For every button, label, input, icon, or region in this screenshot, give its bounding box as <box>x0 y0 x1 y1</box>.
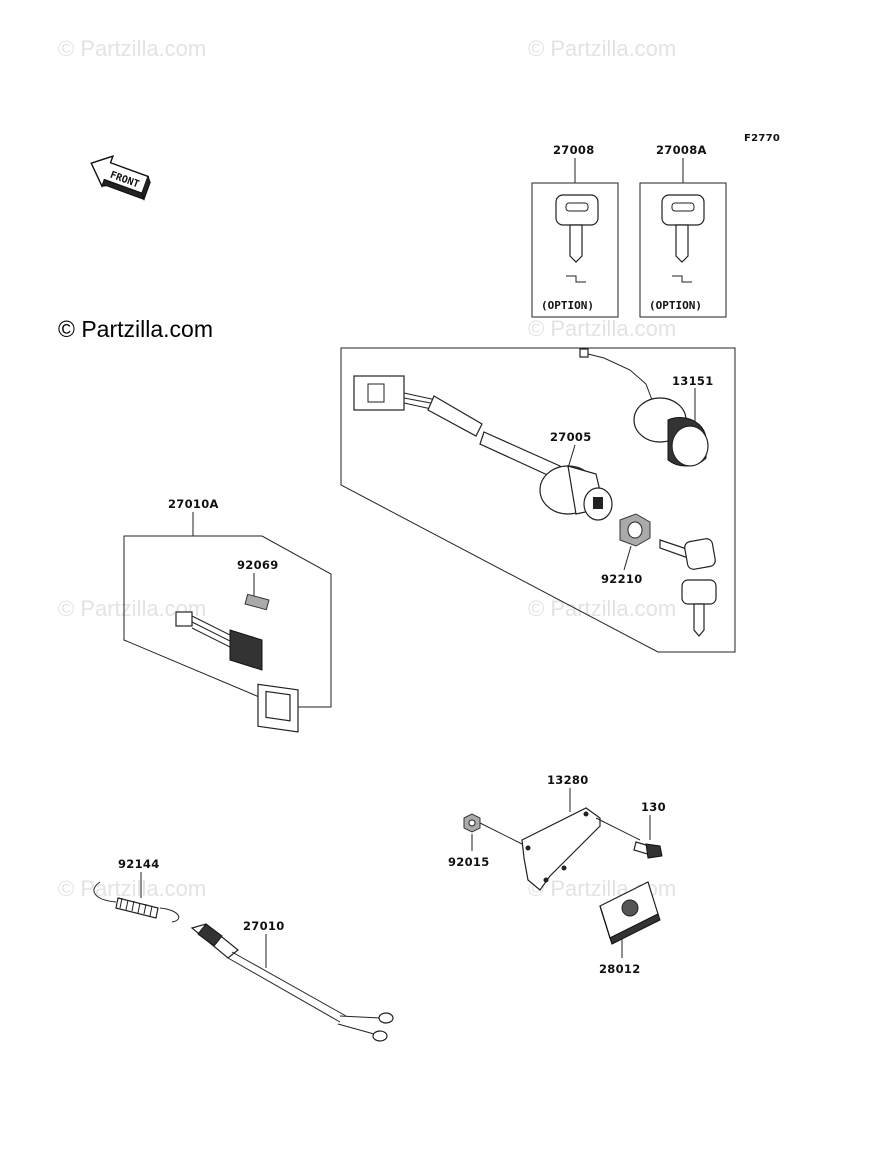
connector-icon <box>353 375 561 479</box>
label-92210: 92210 <box>601 572 643 586</box>
label-27005: 27005 <box>550 430 592 444</box>
watermark-3: © Partzilla.com <box>528 316 676 341</box>
bolt-icon <box>633 841 663 859</box>
label-plate-icon <box>599 881 661 945</box>
label-28012: 28012 <box>599 962 641 976</box>
spring-icon <box>93 881 180 923</box>
watermark-2: © Partzilla.com <box>528 36 676 61</box>
label-27008A: 27008A <box>656 143 707 157</box>
label-13280: 13280 <box>547 773 589 787</box>
part-27008: 27008 (OPTION) <box>531 143 619 318</box>
part-27008A: 27008A (OPTION) <box>639 143 727 318</box>
flange-nut-icon <box>463 813 481 833</box>
label-27010: 27010 <box>243 919 285 933</box>
key-icon <box>661 194 705 283</box>
watermark-5: © Partzilla.com <box>528 596 676 621</box>
key-icon <box>555 194 599 283</box>
nut-icon <box>619 513 651 547</box>
switch-group-outline <box>123 535 332 708</box>
gasket-icon <box>244 593 270 611</box>
label-92069: 92069 <box>237 558 279 572</box>
watermark-1: © Partzilla.com <box>58 36 206 61</box>
figure-code: F2770 <box>744 133 780 144</box>
ignition-switch-icon <box>539 465 613 521</box>
option-label-1: (OPTION) <box>541 299 594 312</box>
switch-lamp-icon <box>579 348 709 467</box>
label-13151: 13151 <box>672 374 714 388</box>
key-pair-icon <box>659 538 717 637</box>
label-27010A: 27010A <box>168 497 219 511</box>
watermarks: © Partzilla.com © Partzilla.com © Partzi… <box>58 36 676 901</box>
bracket-icon <box>521 807 601 891</box>
label-92144: 92144 <box>118 857 160 871</box>
label-92015: 92015 <box>448 855 490 869</box>
label-130: 130 <box>641 800 666 814</box>
watermark-7: © Partzilla.com <box>528 876 676 901</box>
watermark-6: © Partzilla.com <box>58 876 206 901</box>
ignition-group-outline <box>340 347 736 653</box>
watermark-main: © Partzilla.com <box>58 316 213 342</box>
option-label-2: (OPTION) <box>649 299 702 312</box>
front-arrow-icon: FRONT <box>90 155 151 201</box>
push-switch-icon <box>175 611 299 733</box>
plunger-switch-icon <box>190 923 394 1042</box>
part-13280: 13280 <box>477 773 641 891</box>
part-27010A: 27010A 92069 <box>123 497 332 733</box>
label-27008: 27008 <box>553 143 595 157</box>
